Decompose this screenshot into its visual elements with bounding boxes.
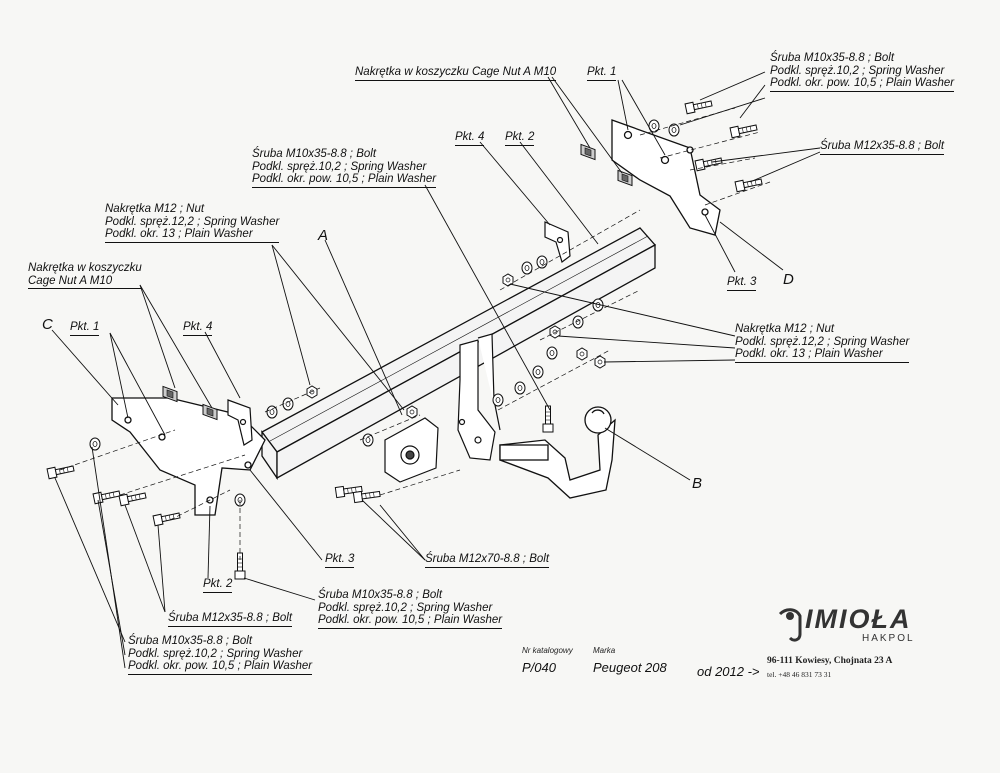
label-bolt-m12x70: Śruba M12x70-8.8 ; Bolt	[425, 553, 550, 568]
label-bolt-m12-bottom-left: Śruba M12x35-8.8 ; Bolt	[168, 612, 293, 627]
label-line: Śruba M10x35-8.8 ; Bolt	[318, 589, 443, 601]
label-line: Nakrętka w koszyczku	[28, 262, 142, 274]
label-line: Śruba M10x35-8.8 ; Bolt	[252, 148, 377, 160]
label-line: Nakrętka M12 ; Nut	[105, 203, 205, 215]
label-line: Podkl. spręż.12,2 ; Spring Washer	[735, 335, 910, 348]
label-bolt-bottom-center: Śruba M10x35-8.8 ; Bolt Podkl. spręż.10,…	[318, 589, 503, 629]
main-beam	[261, 227, 657, 481]
company-name: IMIOŁA	[805, 604, 912, 634]
letter-b: B	[692, 475, 703, 492]
label-line: Podkl. spręż.12,2 ; Spring Washer	[105, 215, 280, 228]
letter-d: D	[783, 271, 794, 288]
company-logo-icon	[778, 608, 802, 642]
label-cage-nut-left: Nakrętka w koszyczku Cage Nut A M10	[28, 262, 142, 289]
tow-ball	[499, 406, 616, 499]
label-line: Podkl. spręż.10,2 ; Spring Washer	[770, 64, 945, 77]
leader-lines	[51, 71, 821, 669]
label-bolt-bottom-left: Śruba M10x35-8.8 ; Bolt Podkl. spręż.10,…	[128, 635, 313, 675]
label-line: Nakrętka M12 ; Nut	[735, 323, 835, 335]
label-nut-top-left: Nakrętka M12 ; Nut Podkl. spręż.12,2 ; S…	[105, 203, 280, 243]
label-pkt1-left: Pkt. 1	[70, 321, 100, 336]
pkt4-bracket-left	[227, 399, 253, 446]
center-brackets	[457, 333, 501, 461]
company-phone: tel. +48 46 831 73 31	[767, 670, 832, 679]
label-pkt2-top: Pkt. 2	[505, 131, 535, 146]
left-bracket	[111, 397, 266, 516]
label-cage-nut-top: Nakrętka w koszyczku Cage Nut A M10	[355, 66, 557, 81]
catalog-from: od 2012 ->	[697, 664, 760, 679]
label-pkt3-right: Pkt. 3	[727, 276, 757, 291]
label-line: Podkl. spręż.10,2 ; Spring Washer	[318, 601, 493, 614]
socket-plate	[384, 417, 439, 483]
label-bolt-m12-top-right: Śruba M12x35-8.8 ; Bolt	[820, 140, 945, 155]
company-sub: HAKPOL	[862, 633, 915, 644]
label-line: Podkl. okr. pow. 10,5 ; Plain Washer	[770, 77, 955, 92]
label-line: Śruba M10x35-8.8 ; Bolt	[770, 52, 895, 64]
label-nut-right: Nakrętka M12 ; Nut Podkl. spręż.12,2 ; S…	[735, 323, 910, 363]
label-line: Śruba M10x35-8.8 ; Bolt	[128, 635, 253, 647]
label-line: Cage Nut A M10	[28, 275, 142, 289]
letter-c: C	[42, 316, 53, 333]
label-pkt3-bottom: Pkt. 3	[325, 553, 355, 568]
label-line: Podkl. okr. 13 ; Plain Washer	[735, 348, 910, 363]
right-bracket	[611, 119, 721, 236]
assembly-lines	[59, 107, 771, 560]
label-line: Podkl. spręż.10,2 ; Spring Washer	[128, 647, 303, 660]
catalog-nr-value: P/040	[522, 660, 556, 675]
catalog-nr-label: Nr katalogowy	[522, 646, 573, 655]
label-pkt4-top: Pkt. 4	[455, 131, 485, 146]
letter-a: A	[318, 227, 329, 244]
label-pkt4-left: Pkt. 4	[183, 321, 213, 336]
catalog-marka-label: Marka	[593, 646, 616, 655]
label-line: Podkl. okr. pow. 10,5 ; Plain Washer	[318, 614, 503, 629]
label-line: Podkl. spręż.10,2 ; Spring Washer	[252, 160, 427, 173]
company-address: 96-111 Kowiesy, Chojnata 23 A	[767, 656, 893, 666]
catalog-marka-value: Peugeot 208	[593, 660, 667, 675]
label-line: Podkl. okr. pow. 10,5 ; Plain Washer	[128, 660, 313, 675]
label-pkt2-bottom: Pkt. 2	[203, 578, 233, 593]
label-pkt1-top: Pkt. 1	[587, 66, 617, 81]
label-line: Podkl. okr. pow. 10,5 ; Plain Washer	[252, 173, 437, 188]
label-line: Podkl. okr. 13 ; Plain Washer	[105, 228, 280, 243]
label-bolt-top-center: Śruba M10x35-8.8 ; Bolt Podkl. spręż.10,…	[252, 148, 437, 188]
pkt4-bracket-top	[544, 221, 571, 263]
label-bolt-top-right: Śruba M10x35-8.8 ; Bolt Podkl. spręż.10,…	[770, 52, 955, 92]
